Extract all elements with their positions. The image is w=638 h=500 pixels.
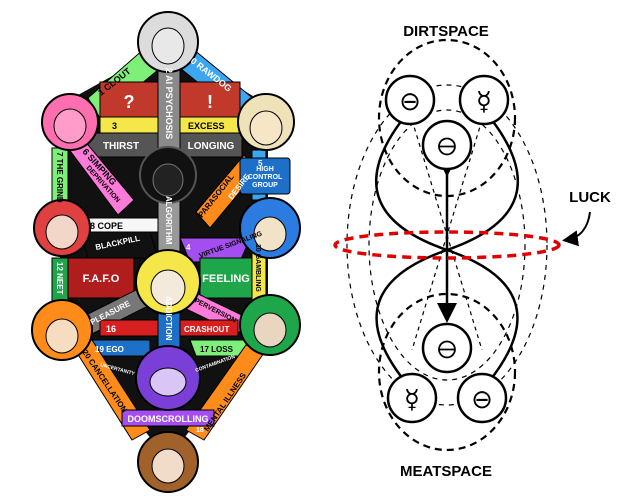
label-gambling: 10 GAMBLING: [254, 244, 261, 292]
label-addiction: ADDICTION: [164, 296, 173, 341]
bar-longing: [179, 132, 243, 158]
label-ego: 19 EGO: [95, 345, 124, 354]
meatspace-outer-oval: [377, 292, 517, 452]
label-eighteen: 18: [196, 427, 204, 434]
label-feeling: FEELING: [202, 273, 250, 285]
label-four: 4: [186, 243, 191, 252]
dirtspace-title: DIRTSPACE: [403, 23, 489, 40]
alchemy-diagram: DIRTSPACE MEATSPACE LUCK ⊖ ☿ 🜔: [333, 23, 611, 480]
label-question: ?: [124, 92, 135, 112]
label-five: 5: [258, 159, 263, 168]
label-excess: EXCESS: [188, 121, 225, 131]
luck-ellipse: [333, 230, 561, 260]
node-bottom-right: [456, 372, 508, 424]
face-hints: [45, 27, 287, 484]
symbol-bottom-right: ⊖: [471, 385, 493, 415]
label-doomscrolling: DOOMSCROLLING: [128, 414, 209, 424]
meatspace-title: MEATSPACE: [400, 463, 492, 480]
block-fafo: [67, 257, 135, 299]
inner-loop-oval: [368, 109, 526, 381]
label-cope: 8 COPE: [90, 221, 123, 231]
label-longing: LONGING: [188, 141, 235, 152]
dashed-link-2: [411, 119, 483, 351]
label-neet: 12 NEET: [55, 262, 64, 295]
label-algorithm: ALGORITHM: [164, 196, 173, 245]
node-top-right: [458, 74, 510, 126]
symbol-top-center: 🜔: [437, 133, 457, 161]
label-high-control-group: HIGH CONTROL GROUP: [247, 166, 283, 189]
label-exclaim: !: [207, 92, 213, 112]
luck-arrow: [562, 211, 591, 247]
high-control-box: [239, 157, 291, 195]
symbol-bottom-center: 🜔: [437, 336, 457, 364]
luck-label: LUCK: [569, 189, 611, 206]
label-thirst: THIRST: [103, 141, 139, 152]
node-bottom-left: [386, 372, 438, 424]
symbol-bottom-left: ☿: [404, 385, 420, 415]
label-sixteen: 16: [106, 324, 116, 334]
exclaim-block: [179, 81, 241, 118]
label-grind: 7 THE GRIND: [55, 152, 64, 203]
label-loss: 17 LOSS: [200, 345, 234, 354]
label-ai-psychosis: 2 AI PSYCHOSIS: [164, 68, 174, 139]
symbol-top-left: ⊖: [399, 87, 421, 117]
bar-thirst: [83, 132, 159, 158]
hcg-fo: HIGH CONTROL GROUP: [247, 166, 283, 189]
label-crashout: CRASHOUT: [184, 325, 229, 334]
node-top-left: [384, 74, 436, 126]
label-fafo: F.A.F.O: [83, 273, 120, 285]
tree-of-life: 1 CLOUT 0 RAWDOG 2 AI PSYCHOSIS ? ! 3 EX…: [31, 11, 301, 493]
bar-thirst-num: [99, 116, 159, 134]
label-thirst-num: 3: [112, 121, 117, 131]
node-top-center: [421, 119, 473, 171]
symbol-top-right: ☿: [476, 87, 492, 117]
node-bottom-center: [421, 322, 473, 374]
outer-loop-oval: [346, 84, 548, 406]
